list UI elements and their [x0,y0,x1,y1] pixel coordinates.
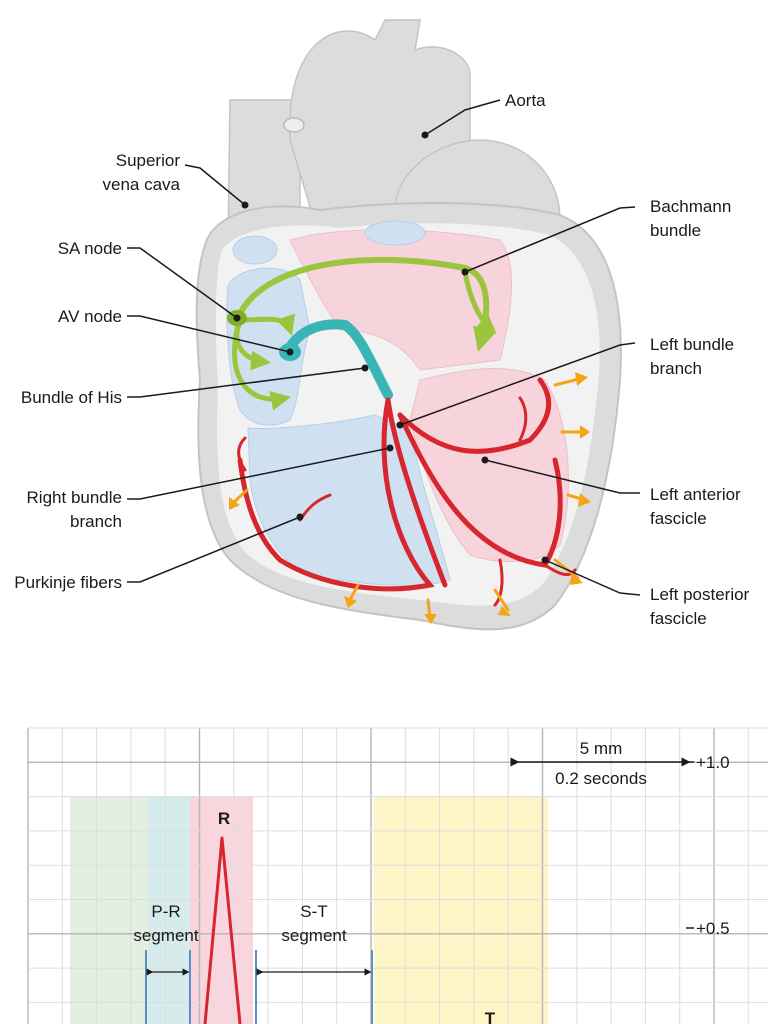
label-laf-line1: Left anterior [650,485,741,504]
ecg-grid [27,727,768,1024]
wave-label-t: T [485,1009,496,1024]
segment-markers [145,950,373,1024]
pr-label-line1: P-R [151,902,180,921]
pr-label-line2: segment [133,926,198,945]
qrs-trace [203,836,242,1024]
label-bachmann-line1: Bachmann [650,197,731,216]
label-aorta: Aorta [505,91,546,110]
impulse-arrows [229,372,591,624]
sa-pathway [232,256,497,411]
label-rbb-line2: branch [70,512,122,531]
y-label-plus-1: +1.0 [696,753,730,772]
bundle-branches [237,377,577,607]
label-bundle-of-his: Bundle of His [21,388,122,407]
great-vessels [227,19,561,246]
ecg-strip: 5 mm 0.2 seconds +1.0 +0.5 R T P-R segme… [27,727,768,1024]
label-svc-line1: Superior [116,151,181,170]
label-lpf-line2: fascicle [650,609,707,628]
label-rbb-line1: Right bundle [27,488,122,507]
st-label-line2: segment [281,926,346,945]
label-purkinje: Purkinje fibers [14,573,122,592]
leader-lines [127,99,641,596]
left-ventricle [409,367,569,563]
pr-segment-band [148,797,190,1024]
p-wave-band [70,797,148,1024]
qrs-band [190,797,253,1024]
label-laf-line2: fascicle [650,509,707,528]
y-label-plus-05: +0.5 [696,919,730,938]
scale-bottom-label: 0.2 seconds [555,769,647,788]
label-svc-line2: vena cava [103,175,181,194]
st-label-line1: S-T [300,902,327,921]
leader-dots [233,131,549,564]
t-wave-band [374,797,548,1024]
label-sa-node: SA node [58,239,122,258]
label-av-node: AV node [58,307,122,326]
label-lpf-line1: Left posterior [650,585,750,604]
wave-label-r: R [218,809,230,828]
av-his [283,319,393,400]
label-lbb-line2: branch [650,359,702,378]
heart-diagram: Aorta Superior vena cava Bachmann bundle… [14,19,750,631]
scale-top-label: 5 mm [580,739,623,758]
label-bachmann-line2: bundle [650,221,701,240]
label-lbb-line1: Left bundle [650,335,734,354]
